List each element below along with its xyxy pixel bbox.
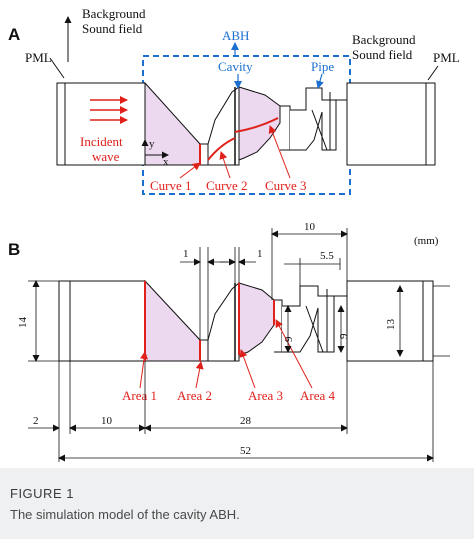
throat-a [199, 143, 209, 166]
dim-1b: 1 [257, 248, 263, 260]
pipe-inner-a [311, 109, 328, 151]
pml-left-label: PML [25, 50, 52, 65]
dim-2: 2 [33, 415, 39, 427]
right-duct-b [346, 280, 434, 362]
dim-5-5: 5.5 [320, 250, 334, 262]
pml-right-label: PML [433, 50, 460, 65]
panel-b-letter: B [8, 240, 20, 259]
dim-52: 52 [240, 445, 251, 457]
area4-pointer [275, 319, 313, 389]
left-duct [56, 82, 146, 166]
pipe-shape-b [282, 285, 335, 353]
caption-text: The simulation model of the cavity ABH. [10, 507, 240, 522]
left-duct-b [58, 280, 146, 362]
bg-left-label-2: Sound field [82, 21, 143, 36]
cavity-fill-a [238, 86, 281, 161]
curve3-line [234, 117, 279, 133]
neck-b [274, 299, 283, 353]
pml-left-leader [49, 57, 65, 79]
area1-label: Area 1 [122, 388, 157, 403]
area4-label: Area 4 [300, 388, 336, 403]
dim-9a: 9 [283, 336, 295, 342]
curve3-pointer [268, 125, 291, 179]
caption-box [0, 468, 474, 539]
dim-14: 14 [17, 317, 29, 329]
wedge-a [144, 81, 201, 166]
area3-label: Area 3 [248, 388, 283, 403]
unit-label: (mm) [414, 235, 439, 247]
abh-label: ABH [222, 28, 249, 43]
panel-a-letter: A [8, 25, 20, 44]
axis-y-label: y [149, 138, 155, 150]
right-duct [346, 82, 436, 166]
incident-label-2: wave [92, 149, 120, 164]
cavity-fill-b [238, 282, 275, 356]
dim-28: 28 [240, 415, 252, 427]
pipe-shape-a [290, 87, 337, 151]
dim-10-top: 10 [304, 221, 316, 233]
panel-a: A ABH y x Incident [8, 6, 460, 195]
axis-x-label: x [163, 156, 169, 168]
dim-10-bottom: 10 [101, 415, 113, 427]
curve1-label: Curve 1 [150, 178, 192, 193]
bg-right-label-1: Background [352, 32, 416, 47]
incident-label-1: Incident [80, 134, 123, 149]
area2-pointer [195, 361, 204, 389]
curve1-pointer [179, 162, 201, 179]
neck-a [280, 105, 291, 151]
cavity-label: Cavity [218, 59, 253, 74]
curve2-line [207, 137, 236, 161]
pipe-arrow [316, 73, 324, 89]
curve2-pointer [219, 151, 231, 179]
panel-b: B (mm) Area 1 Area 2 Area 3 Area 4 [8, 221, 450, 462]
curve3-label: Curve 3 [265, 178, 307, 193]
throat-b [199, 339, 209, 362]
area2-label: Area 2 [177, 388, 212, 403]
curve2-label: Curve 2 [206, 178, 248, 193]
area1-pointer [139, 351, 148, 389]
pipe-label: Pipe [311, 59, 334, 74]
caption-title: FIGURE 1 [10, 486, 74, 501]
bg-left-label-1: Background [82, 6, 146, 21]
dim-1a: 1 [183, 248, 189, 260]
bg-right-label-2: Sound field [352, 47, 413, 62]
pipe-inner-b [305, 305, 324, 353]
pml-right-leader [427, 65, 439, 81]
dim-13: 13 [385, 319, 397, 331]
dim-9b: 9 [338, 333, 350, 339]
area3-pointer [239, 349, 256, 389]
wedge-b [144, 279, 201, 362]
